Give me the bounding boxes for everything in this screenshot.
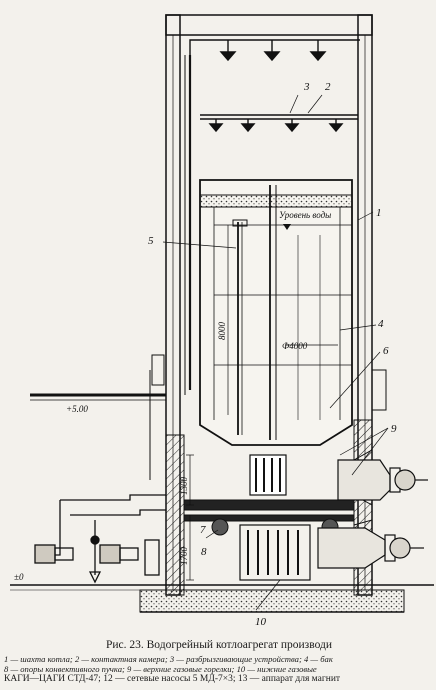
foundation	[10, 584, 434, 613]
elevation-500: +5.00	[66, 404, 88, 414]
label-6: 6	[383, 345, 389, 357]
gas-burners	[317, 459, 428, 569]
elevation-0: ±0	[14, 572, 24, 582]
dimensions	[186, 225, 338, 581]
label-3: 3	[303, 81, 310, 93]
tank	[199, 179, 353, 446]
label-2: 2	[325, 81, 331, 93]
water-level-label: Уровень воды	[279, 210, 331, 220]
label-5: 5	[148, 235, 154, 247]
boiler-drawing: 3 2 1 5 4 6 9 7 8 10 Уровень воды Ф4000 …	[10, 14, 434, 628]
contact-chamber-sprayers	[184, 39, 360, 395]
network-pumps	[34, 494, 166, 584]
figure-caption: Рис. 23. Водогрейный котлоагрегат произв…	[4, 639, 434, 684]
caption-line-3: КАГИ—ЦАГИ СТД-47; 12 — сетевые насосы 5 …	[4, 674, 341, 684]
label-9: 9	[391, 423, 397, 435]
caption-title: Рис. 23. Водогрейный котлоагрегат произв…	[105, 639, 333, 651]
water-level-arrow	[283, 224, 291, 230]
dimension-1700: 1700	[179, 547, 189, 566]
label-1: 1	[376, 207, 382, 219]
part-labels: 3 2 1 5 4 6 9 7 8 10 Уровень воды Ф4000 …	[14, 81, 397, 628]
label-7: 7	[200, 524, 206, 536]
platform	[30, 354, 387, 480]
dimension-1300: 1300	[179, 477, 189, 496]
caption-line-2: 8 — опоры конвективного пучка; 9 — верхн…	[4, 664, 317, 674]
lower-chamber	[165, 419, 373, 596]
caption-line-1: 1 — шахта котла; 2 — контактная камера; …	[4, 654, 333, 664]
leader-lines	[162, 94, 389, 611]
label-8: 8	[201, 546, 207, 558]
label-4: 4	[378, 318, 384, 330]
diameter-label: Ф4000	[282, 341, 308, 351]
dimension-8000: 8000	[217, 322, 227, 341]
label-10: 10	[255, 616, 267, 628]
